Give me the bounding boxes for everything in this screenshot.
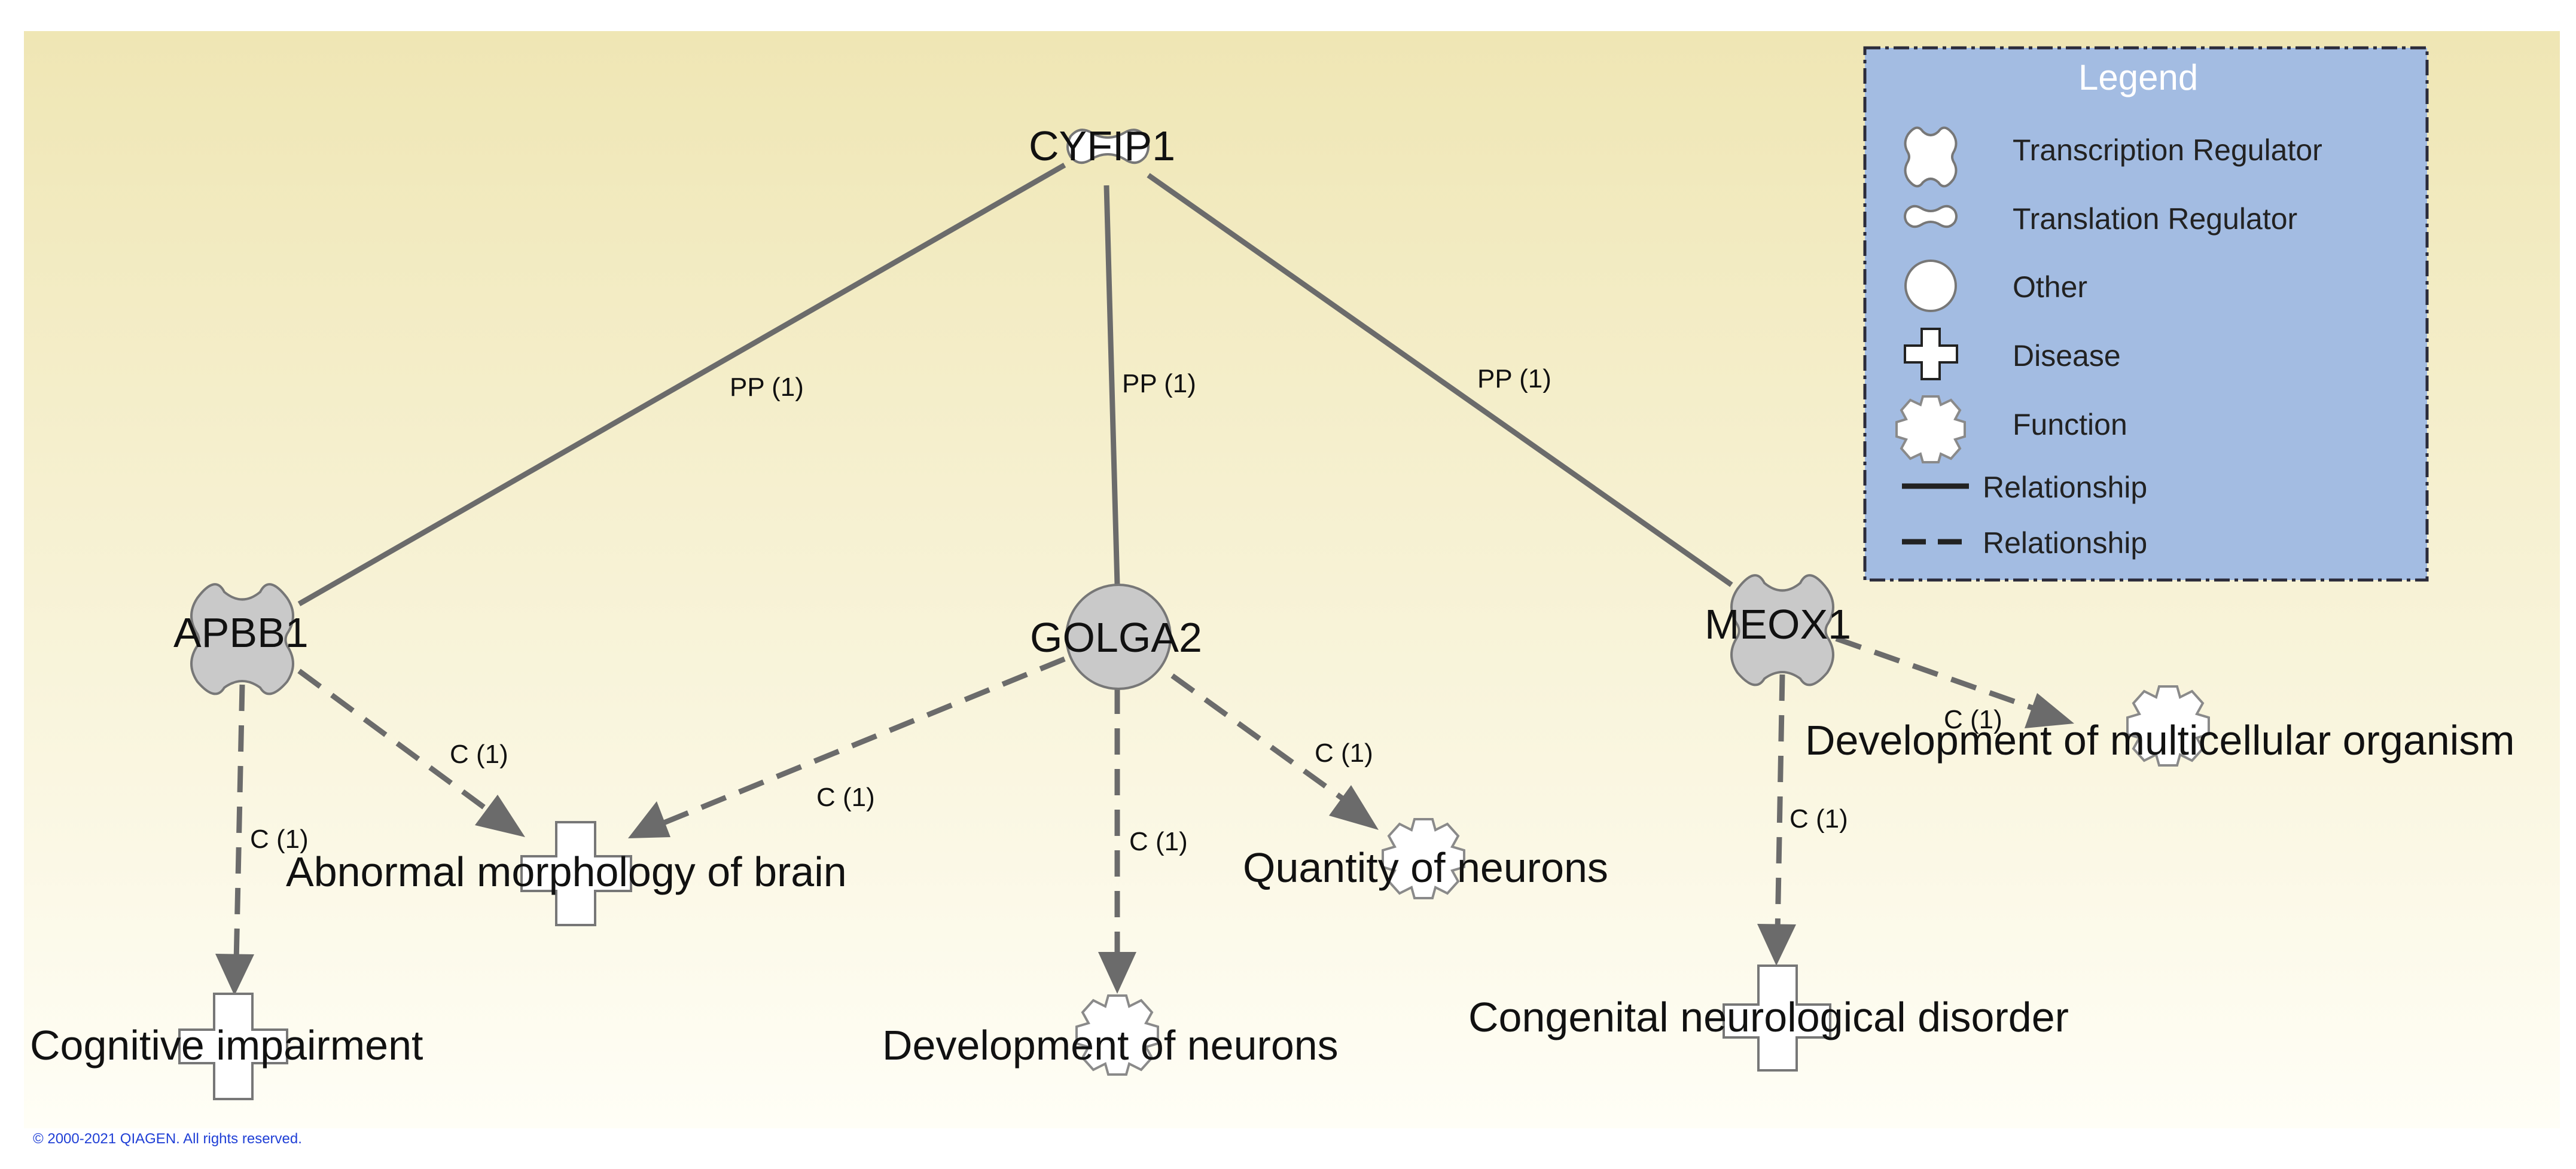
node-development-of-neurons[interactable]: Development of neurons	[882, 994, 1339, 1076]
edge-apbb1-abnormal-morphology[interactable]: C (1)	[297, 669, 525, 837]
node-label: CYFIP1	[1029, 123, 1175, 169]
transcription-regulator-icon	[1730, 574, 1834, 686]
edge-golga2-quantity-neurons[interactable]: C (1)	[1170, 673, 1379, 830]
disease-icon	[520, 821, 632, 926]
legend-label: Translation Regulator	[2013, 202, 2297, 236]
legend-label: Transcription Regulator	[2013, 133, 2322, 167]
legend-label: Relationship	[1983, 471, 2147, 504]
legend-title: Legend	[2078, 57, 2198, 97]
edge-meox1-multicellular[interactable]: C (1)	[1835, 636, 2074, 734]
edge-golga2-abnormal-morphology[interactable]: C (1)	[628, 656, 1066, 838]
edge-label: C (1)	[1129, 827, 1188, 856]
transcription-regulator-icon	[190, 583, 294, 695]
edge-cyfip1-apbb1[interactable]: PP (1)	[297, 163, 1066, 606]
node-cyfip1[interactable]: CYFIP1	[1029, 123, 1175, 169]
node-label: Development of neurons	[882, 1022, 1339, 1069]
legend: Legend Transcription Regulator Translati…	[1863, 46, 2429, 582]
node-label: Congenital neurological disorder	[1468, 994, 2069, 1040]
legend-label: Disease	[2013, 339, 2121, 373]
disease-icon	[1904, 328, 1958, 380]
node-label: MEOX1	[1705, 601, 1851, 648]
node-label: Abnormal morphology of brain	[286, 848, 847, 895]
node-golga2[interactable]: GOLGA2	[1030, 584, 1202, 690]
function-icon	[2126, 685, 2210, 767]
node-meox1[interactable]: MEOX1	[1705, 574, 1851, 686]
node-label: APBB1	[173, 609, 309, 656]
function-icon	[1075, 994, 1159, 1076]
edge-golga2-development-neurons[interactable]: C (1)	[1098, 688, 1188, 994]
edge-label: C (1)	[450, 740, 508, 769]
node-label: Quantity of neurons	[1243, 844, 1608, 891]
legend-label: Relationship	[1983, 526, 2147, 560]
node-cognitive-impairment[interactable]: Cognitive impairment	[30, 993, 423, 1100]
disease-icon	[178, 993, 288, 1100]
node-apbb1[interactable]: APBB1	[173, 583, 309, 695]
edge-label: C (1)	[250, 825, 309, 854]
other-icon	[1904, 260, 1957, 312]
legend-label: Other	[2013, 270, 2087, 304]
node-quantity-of-neurons[interactable]: Quantity of neurons	[1243, 818, 1608, 899]
node-label: Cognitive impairment	[30, 1022, 423, 1069]
edge-label: PP (1)	[1477, 364, 1551, 393]
edge-label: C (1)	[1315, 738, 1373, 768]
translation-regulator-icon	[1904, 205, 1958, 228]
edge-label: C (1)	[1944, 705, 2002, 734]
edge-label: PP (1)	[730, 373, 804, 402]
edge-label: PP (1)	[1122, 369, 1196, 398]
transcription-regulator-icon	[1904, 126, 1958, 188]
edge-apbb1-cognitive[interactable]: C (1)	[215, 684, 309, 996]
other-icon	[1065, 584, 1172, 690]
disease-icon	[1723, 964, 1831, 1072]
function-icon	[1382, 818, 1465, 899]
function-icon	[1895, 395, 1966, 463]
translation-regulator-icon	[1066, 129, 1150, 164]
edge-cyfip1-meox1[interactable]: PP (1)	[1147, 173, 1733, 587]
node-label: Development of multicellular organism	[1805, 717, 2515, 764]
edge-cyfip1-golga2[interactable]: PP (1)	[1103, 185, 1196, 585]
node-label: GOLGA2	[1030, 614, 1202, 661]
edge-label: C (1)	[1790, 804, 1848, 834]
node-development-of-multicellular-organism[interactable]: Development of multicellular organism	[1805, 685, 2515, 767]
edge-label: C (1)	[816, 783, 875, 812]
node-abnormal-morphology-of-brain[interactable]: Abnormal morphology of brain	[286, 821, 847, 926]
copyright-notice: © 2000-2021 QIAGEN. All rights reserved.	[33, 1131, 302, 1147]
edge-meox1-congenital[interactable]: C (1)	[1757, 674, 1848, 966]
legend-label: Function	[2013, 408, 2127, 441]
legend-box	[1863, 46, 2429, 582]
node-congenital-neurological-disorder[interactable]: Congenital neurological disorder	[1468, 964, 2069, 1072]
